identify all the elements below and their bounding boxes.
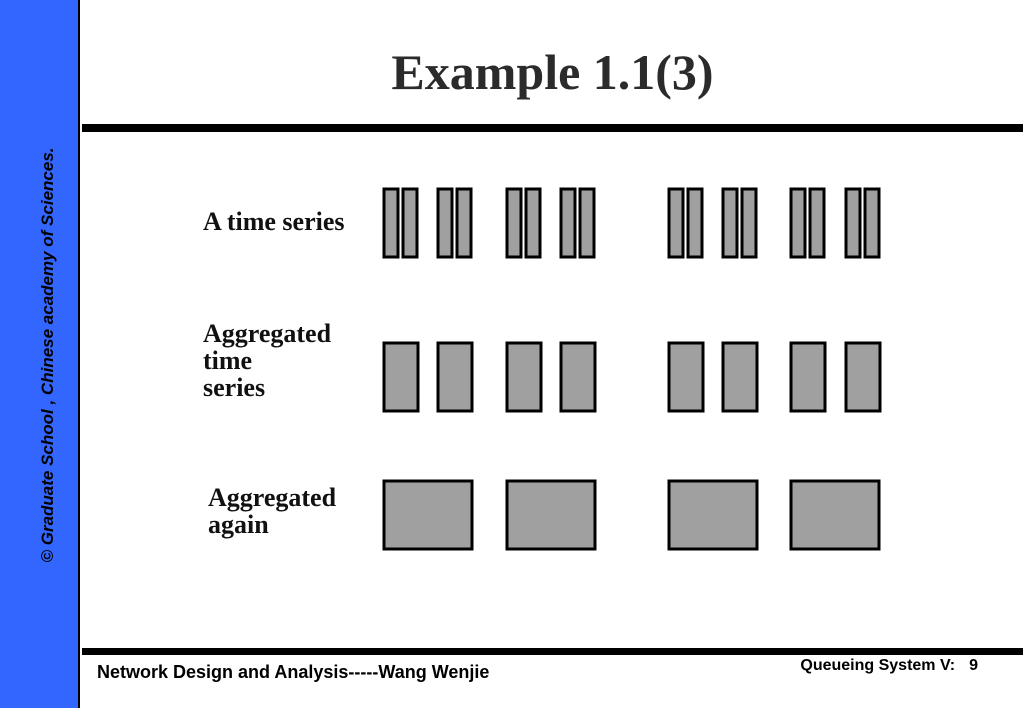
footer-divider bbox=[82, 648, 1023, 655]
time-series-bar bbox=[863, 187, 881, 259]
aggregated-again-block bbox=[667, 479, 759, 551]
time-series-bar bbox=[455, 187, 473, 259]
aggregated-again-block bbox=[382, 479, 474, 551]
time-series-bar bbox=[401, 187, 419, 259]
row-label-aggregated-again: Aggregated again bbox=[208, 483, 337, 539]
sidebar-band: © Graduate School , Chinese academy of S… bbox=[0, 0, 80, 708]
time-series-bar bbox=[808, 187, 826, 259]
row-label-aggregated: Aggregated time series bbox=[203, 319, 332, 402]
time-series-bar bbox=[667, 187, 685, 259]
aggregated-bar bbox=[436, 341, 474, 413]
time-series-bar bbox=[524, 187, 542, 259]
aggregated-bar bbox=[721, 341, 759, 413]
time-series-bar bbox=[382, 187, 400, 259]
time-series-bar bbox=[789, 187, 807, 259]
aggregated-bar bbox=[789, 341, 827, 413]
time-series-bar bbox=[844, 187, 862, 259]
aggregated-bar bbox=[844, 341, 882, 413]
slide-title: Example 1.1(3) bbox=[391, 44, 714, 100]
aggregated-bar bbox=[559, 341, 597, 413]
aggregated-again-block bbox=[505, 479, 597, 551]
title-divider bbox=[82, 124, 1023, 132]
aggregated-bar bbox=[505, 341, 543, 413]
time-series-bar bbox=[505, 187, 523, 259]
row-label-time-series: A time series bbox=[203, 207, 345, 236]
time-series-bar bbox=[740, 187, 758, 259]
time-series-bar bbox=[686, 187, 704, 259]
time-series-bar bbox=[578, 187, 596, 259]
aggregated-again-block bbox=[789, 479, 881, 551]
footer-page-info: Queueing System V: 9 bbox=[800, 657, 978, 675]
time-series-bar bbox=[721, 187, 739, 259]
aggregated-bar bbox=[382, 341, 420, 413]
page-number: 9 bbox=[969, 657, 978, 674]
time-series-bar bbox=[559, 187, 577, 259]
footer-course: Network Design and Analysis-----Wang Wen… bbox=[97, 662, 490, 682]
footer-section: Queueing System V: bbox=[800, 657, 956, 674]
time-series-bar bbox=[436, 187, 454, 259]
aggregated-bar bbox=[667, 341, 705, 413]
